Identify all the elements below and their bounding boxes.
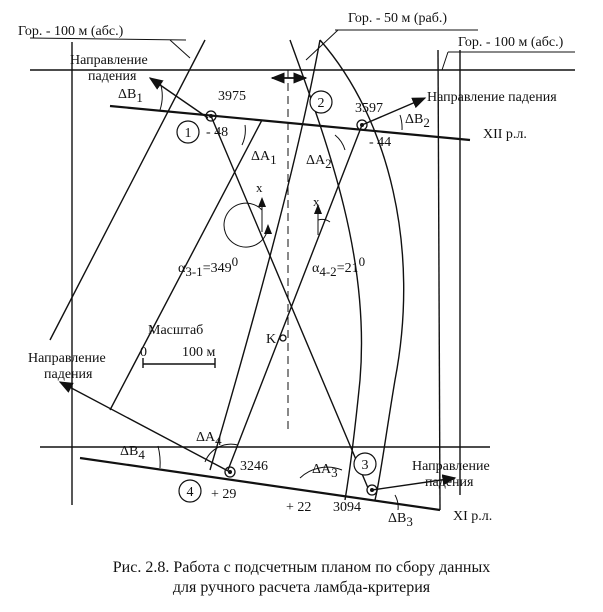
scale-zero: 0 (140, 345, 147, 360)
arc-dA2 (334, 134, 346, 151)
scale-100: 100 м (182, 345, 216, 360)
label-gor50: Гор. - 50 м (раб.) (348, 11, 447, 26)
dip-arrow-top-left (148, 77, 209, 119)
point-1-circle (176, 120, 200, 144)
arc-dA4 (204, 443, 239, 463)
dip-arrow-bot-right (371, 474, 457, 491)
dir-top-left-line2: падения (88, 69, 137, 84)
arc-dB2 (399, 114, 403, 131)
point-4-circle (178, 479, 202, 503)
dip-arrow-top-right (361, 97, 427, 126)
section-line-xi (79, 456, 441, 512)
point-4-dz: + 29 (211, 487, 236, 502)
ore-body-inner-contour (289, 39, 363, 501)
label-dA4: ΔA4 (196, 430, 222, 448)
dir-mid-left-line1: Направление (28, 351, 106, 366)
label-alpha31: α3-1=3490 (178, 254, 238, 279)
line-3-1 (210, 115, 369, 489)
point-1-dz: - 48 (206, 125, 228, 140)
label-dA3: ΔA3 (312, 462, 338, 480)
dip-line-left-2 (109, 119, 263, 411)
dir-top-right: Направление падения (427, 90, 557, 105)
point-1-code: 3975 (218, 89, 246, 104)
label-dA2: ΔA2 (306, 153, 332, 171)
label-gor100-right: Гор. - 100 м (абс.) (458, 35, 564, 50)
dip-arrow-mid-left (58, 381, 231, 473)
dip-line-left (49, 39, 206, 341)
alpha42-arc (317, 218, 331, 223)
point-4-marker (224, 466, 236, 478)
dir-bot-right-line1: Направление (412, 459, 490, 474)
dir-mid-left-line2: падения (44, 367, 93, 382)
ore-body-left-contour (209, 39, 321, 471)
scale-title: Масштаб (148, 323, 203, 338)
dip-line-right (437, 49, 441, 511)
point-3-dz: + 22 (286, 500, 311, 515)
point-2-circle (309, 90, 333, 114)
arc-dB4 (157, 445, 161, 469)
label-x-right: x (313, 194, 320, 209)
point-k-marker (279, 334, 287, 342)
point-3-number: 3 (362, 458, 369, 473)
label-dB4: ΔB4 (120, 444, 145, 462)
point-1-marker (205, 110, 217, 122)
label-gor100-left: Гор. - 100 м (абс.) (18, 24, 124, 39)
label-xii: XII р.л. (483, 127, 527, 142)
dir-bot-right-line2: падения (425, 475, 474, 490)
alpha31-circle (223, 202, 273, 248)
point-2-number: 2 (318, 96, 325, 111)
label-dB3: ΔB3 (388, 511, 413, 529)
section-line-xii (109, 104, 471, 142)
caption-line-2: для ручного расчета ламбда-критерия (172, 579, 431, 596)
arc-dA3 (299, 466, 343, 479)
point-3-circle (353, 452, 377, 476)
point-4-code: 3246 (240, 459, 268, 474)
label-alpha42: α4-2=210 (312, 254, 365, 279)
point-2-code: 3597 (355, 101, 383, 116)
leader-gor50-2 (305, 29, 339, 61)
point-2-dz: - 44 (369, 135, 391, 150)
label-dB2: ΔB2 (405, 112, 430, 130)
label-xi: XI р.л. (453, 509, 492, 524)
figure-caption: Рис. 2.8. Работа с подсчетным планом по … (0, 558, 603, 598)
point-1-number: 1 (185, 126, 192, 141)
point-2-marker (356, 119, 368, 131)
arc-dA1 (241, 124, 246, 146)
label-dB1: ΔB1 (118, 87, 143, 105)
leader-gor100-left-2 (169, 39, 191, 59)
point-3-marker (366, 484, 378, 496)
label-x-left: x (256, 180, 263, 195)
dir-top-left-line1: Направление (70, 53, 148, 68)
point-4-number: 4 (187, 485, 194, 500)
ore-body-right-contour (319, 39, 405, 501)
mine-plan-diagram: 1 2 3 4 3975 3597 3094 3246 - 48 - 44 + … (18, 11, 575, 529)
caption-line-1: Рис. 2.8. Работа с подсчетным планом по … (112, 559, 491, 576)
line-4-2 (227, 124, 363, 471)
label-k: K (266, 332, 276, 347)
arc-dB1 (159, 81, 163, 111)
arc-dB3 (394, 494, 399, 511)
label-dA1: ΔA1 (251, 149, 277, 167)
point-3-code: 3094 (333, 500, 361, 515)
leader-gor100-right-2 (441, 51, 449, 71)
leader-gor100-left (29, 37, 187, 41)
